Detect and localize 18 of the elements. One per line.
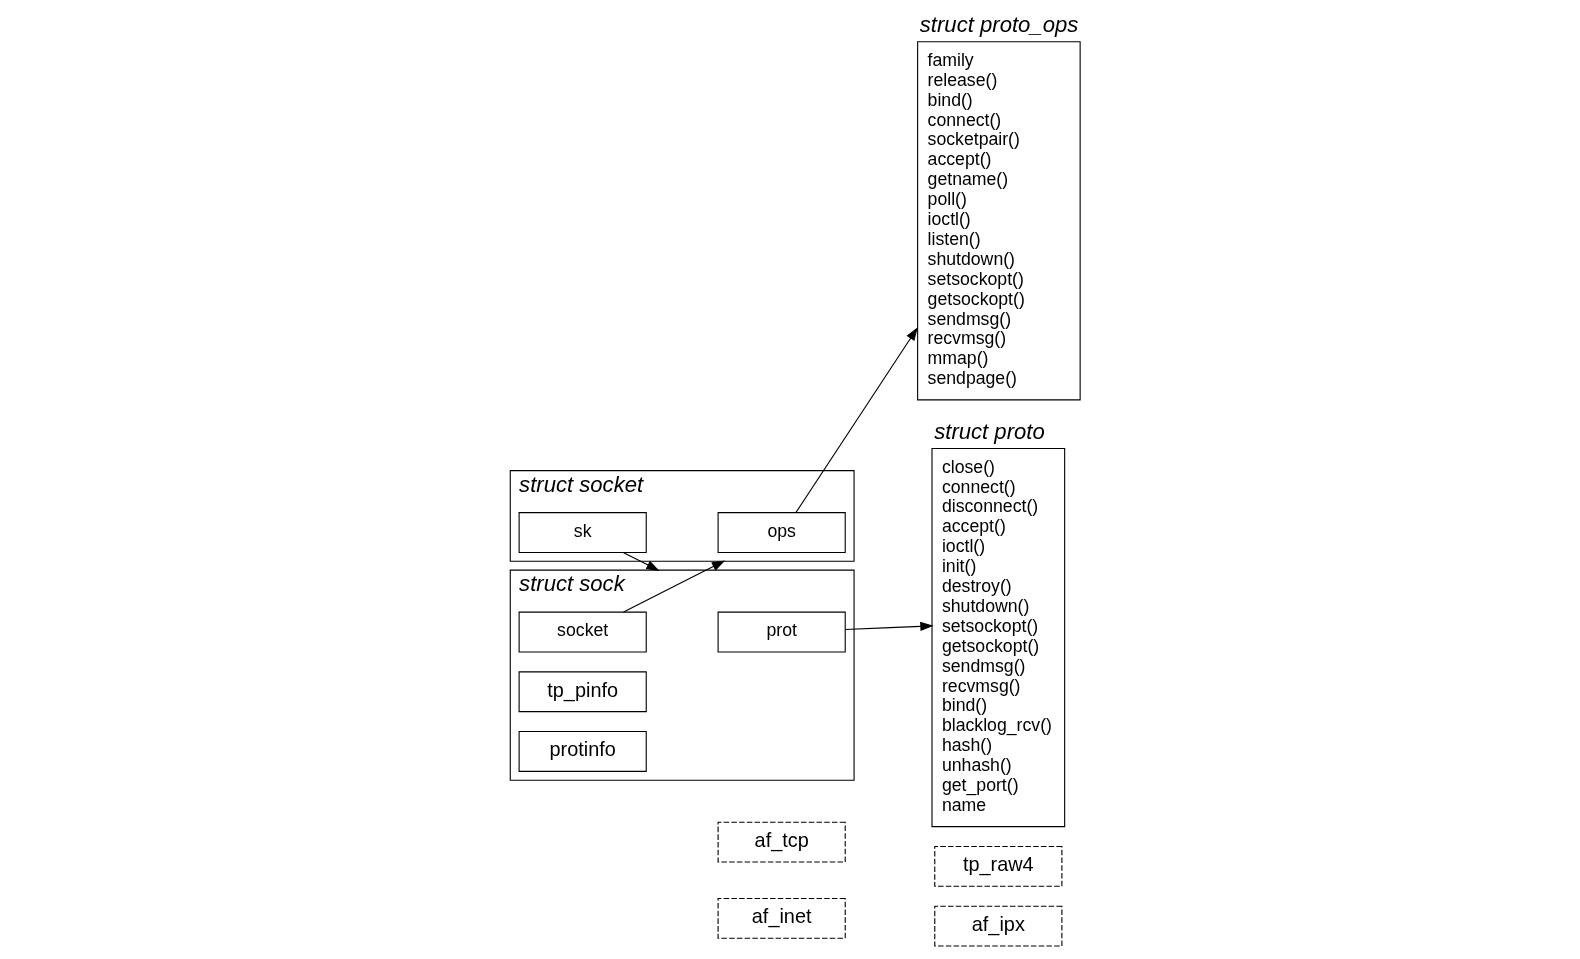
arrow bbox=[622, 560, 725, 613]
node-box: socket bbox=[518, 611, 647, 653]
node-box: tp_pinfo bbox=[518, 671, 647, 713]
node-box: close() connect() disconnect() accept() ioctl() init() destroy() shutdown() setsockopt() getsockopt() sendmsg() recvmsg() bind() blacklog_rcv() hash() unhash() get_port() name bbox=[930, 448, 1065, 828]
node-box: sk bbox=[518, 512, 647, 553]
arrow bbox=[622, 552, 660, 571]
node-box: tp_raw4 bbox=[933, 845, 1062, 887]
node-box: ops bbox=[717, 512, 846, 553]
node-box: af_ipx bbox=[933, 905, 1062, 947]
arrow bbox=[794, 327, 918, 514]
node-label: struct proto_ops bbox=[919, 11, 1078, 37]
node-box: af_inet bbox=[717, 897, 846, 939]
node-box: prot bbox=[717, 611, 846, 653]
arrow bbox=[844, 621, 934, 632]
node-box: af_tcp bbox=[717, 821, 846, 863]
node-box: family release() bind() connect() socketpair() accept() getname() poll() ioctl() listen() shutdown() setsockopt() getsockopt() sendmsg() recvmsg() mmap() sendpage() bbox=[916, 41, 1081, 401]
node-box: protinfo bbox=[518, 731, 647, 772]
node-label: struct proto bbox=[933, 418, 1045, 444]
